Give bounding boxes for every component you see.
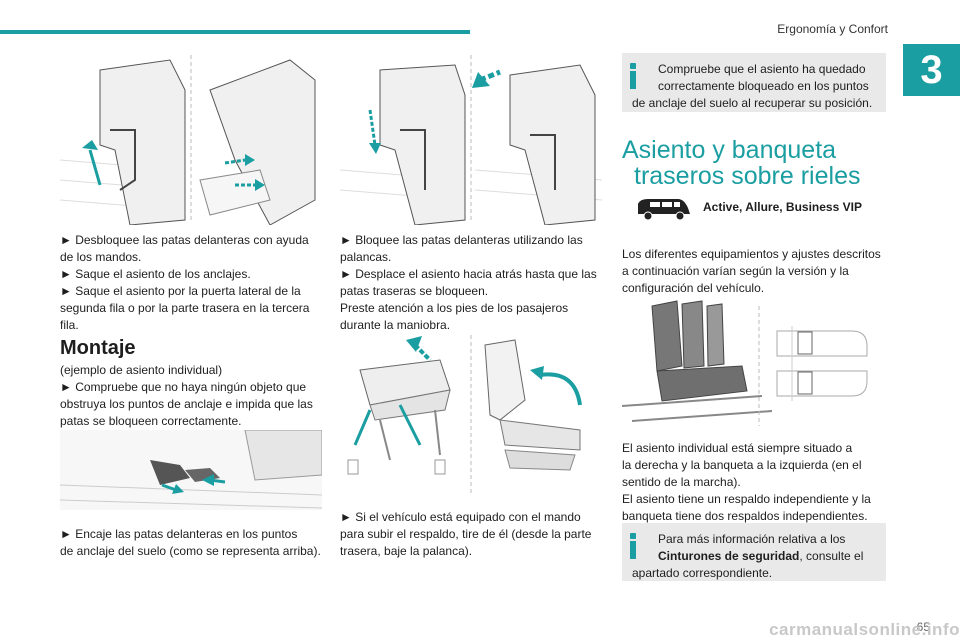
- col2-steps2: ► Si el vehículo está equipado con el ma…: [340, 510, 592, 558]
- van-icon: [634, 196, 692, 222]
- figure-lock-legs: [340, 50, 602, 225]
- col1-montaje-text: (ejemplo de asiento individual)► Comprue…: [60, 363, 313, 428]
- info-icon: [630, 533, 636, 559]
- figure-anchor-points: [60, 430, 322, 510]
- info-box-lock-check: Compruebe que el asiento ha quedado corr…: [622, 53, 886, 112]
- header-accent-bar: [0, 30, 470, 34]
- page-number: 65: [916, 620, 930, 634]
- watermark: carmanualsonline.info: [769, 620, 960, 639]
- col2-steps1: ► Bloquee las patas delanteras utilizand…: [340, 233, 597, 332]
- col3-intro: Los diferentes equipamientos y ajustes d…: [622, 247, 881, 295]
- section-title: Asiento y banqueta traseros sobre rieles: [622, 136, 861, 190]
- montaje-heading: Montaje: [60, 337, 136, 359]
- figure-seat-removal: [60, 50, 322, 225]
- col3-desc: El asiento individual está siempre situa…: [622, 441, 871, 523]
- figure-rail-seats: [622, 296, 884, 436]
- col1-steps1: ► Desbloquee las patas delanteras con ay…: [60, 233, 310, 332]
- figure-backrest: [340, 330, 602, 500]
- chapter-badge: 3: [903, 44, 960, 96]
- info-icon: [630, 63, 636, 89]
- version-list: Active, Allure, Business VIP: [703, 200, 862, 214]
- col1-steps2: ► Encaje las patas delanteras en los pun…: [60, 527, 321, 558]
- info-box-seatbelts: Para más información relativa a los Cint…: [622, 523, 886, 581]
- page-header-title: Ergonomía y Confort: [777, 22, 888, 36]
